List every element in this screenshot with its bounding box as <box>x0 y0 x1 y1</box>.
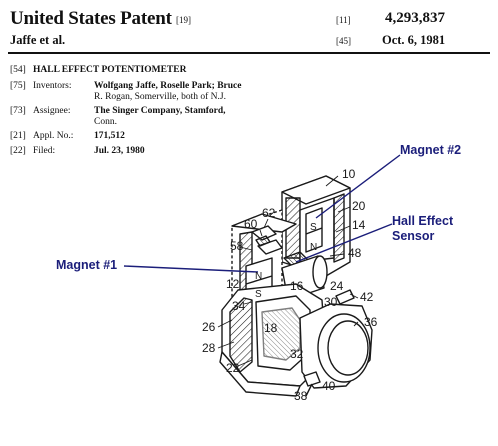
field-21-label: Appl. No.: <box>33 131 74 141</box>
ref-30: 30 <box>324 295 338 309</box>
ref-22: 22 <box>226 361 240 375</box>
ref-48: 48 <box>348 246 362 260</box>
screw-40-shaft <box>305 383 313 397</box>
ref-28: 28 <box>202 341 216 355</box>
ref-24: 24 <box>330 279 344 293</box>
field-73-line2: Conn. <box>94 117 117 127</box>
ref-32: 32 <box>290 347 304 361</box>
pole-n-left: N <box>255 271 262 282</box>
shaft-end <box>312 255 328 289</box>
ref-42: 42 <box>360 290 374 304</box>
lower-body-section <box>229 297 253 373</box>
ref-14: 14 <box>352 218 366 232</box>
date-code: [45] <box>336 36 351 46</box>
ref-34: 34 <box>232 299 246 313</box>
pole-s-left: S <box>255 289 262 300</box>
patent-number-code: [11] <box>336 15 351 25</box>
ref-18: 18 <box>264 321 278 335</box>
ref-36: 36 <box>364 315 378 329</box>
ref-60: 60 <box>244 217 258 231</box>
patent-title: United States Patent <box>10 8 172 29</box>
field-75-line2: R. Rogan, Somerville, both of N.J. <box>94 92 226 102</box>
inventor-short: Jaffe et al. <box>10 33 66 47</box>
pole-n-top: N <box>310 242 317 253</box>
connector-62 <box>251 225 277 241</box>
callout-magnet-2: Magnet #2 <box>400 143 462 157</box>
callout-line-hall <box>295 223 393 263</box>
field-21-code: [21] <box>10 131 26 141</box>
field-54-title: HALL EFFECT POTENTIOMETER <box>33 65 187 75</box>
ref-38: 38 <box>294 389 308 403</box>
patent-number: 4,293,837 <box>385 10 445 26</box>
field-22-label: Filed: <box>33 146 56 156</box>
callout-line-magnet-2 <box>315 154 401 219</box>
title-code: [19] <box>176 15 191 25</box>
header-rule <box>8 52 490 54</box>
magnet-2-divider <box>305 227 323 235</box>
callout-magnet-1: Magnet #1 <box>56 258 118 272</box>
ref-12: 12 <box>226 277 240 291</box>
magnet-1-divider <box>245 275 273 285</box>
ref-20: 20 <box>352 199 366 213</box>
ref-40: 40 <box>322 379 336 393</box>
ref-10: 10 <box>342 167 356 181</box>
field-75-code: [75] <box>10 81 26 91</box>
pole-s-top: S <box>310 222 317 233</box>
knob-inner <box>327 320 369 376</box>
lower-body-front <box>219 351 301 397</box>
ref-62: 62 <box>262 206 276 220</box>
field-21-value: 171,512 <box>94 131 125 141</box>
ref-26: 26 <box>202 320 216 334</box>
field-54-code: [54] <box>10 65 26 75</box>
callout-hall-line1: Hall Effect <box>392 214 454 228</box>
screw-42 <box>335 289 355 305</box>
ref-58: 58 <box>230 239 244 253</box>
magnet-2-block <box>305 207 323 253</box>
field-22-value: Jul. 23, 1980 <box>94 146 145 156</box>
connector-pins <box>255 235 271 247</box>
field-73-line1: The Singer Company, Stamford, <box>94 106 226 116</box>
screw-40 <box>303 371 321 387</box>
ref-16: 16 <box>290 279 304 293</box>
field-73-code: [73] <box>10 106 26 116</box>
field-22-code: [22] <box>10 146 26 156</box>
patent-date: Oct. 6, 1981 <box>382 33 446 47</box>
field-73-label: Assignee: <box>33 106 71 116</box>
field-75-label: Inventors: <box>33 81 72 91</box>
callout-line-magnet-1 <box>123 265 259 273</box>
callout-hall-line2: Sensor <box>392 229 435 243</box>
lower-body-rotor <box>261 307 301 361</box>
field-75-line1: Wolfgang Jaffe, Roselle Park; Bruce <box>94 81 242 91</box>
